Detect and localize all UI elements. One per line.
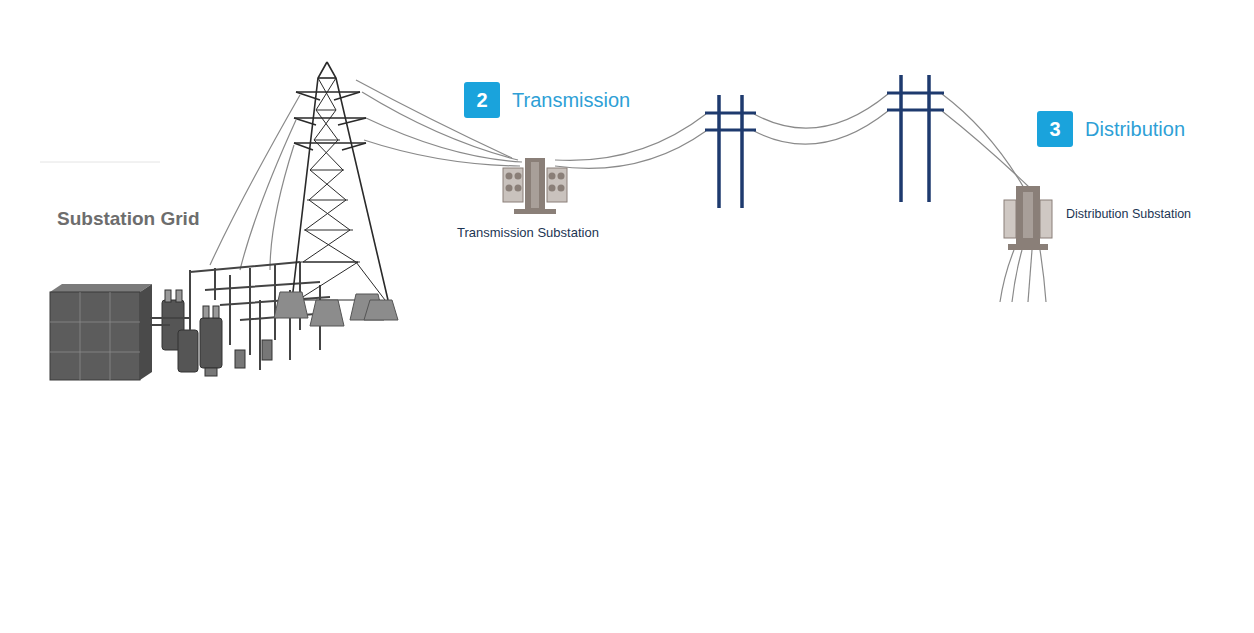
distribution-substation-icon [1004,186,1052,250]
step-heading: Distribution [1085,118,1185,141]
step-badge: 2 Transmission [464,82,630,118]
section-label: Substation Grid [57,208,200,230]
step-number: 3 [1037,111,1073,147]
transmission-substation-icon [503,158,567,214]
lattice-tower [292,62,388,300]
utility-pole [705,95,756,208]
substation-building [50,284,152,380]
step-badge: 3 Distribution [1037,111,1185,147]
utility-pole [887,75,944,202]
component-label: Transmission Substation [457,225,599,240]
step-heading: Transmission [512,89,630,112]
tower-footings [274,292,398,326]
component-label: Distribution Substation [1066,207,1191,221]
step-number: 2 [464,82,500,118]
